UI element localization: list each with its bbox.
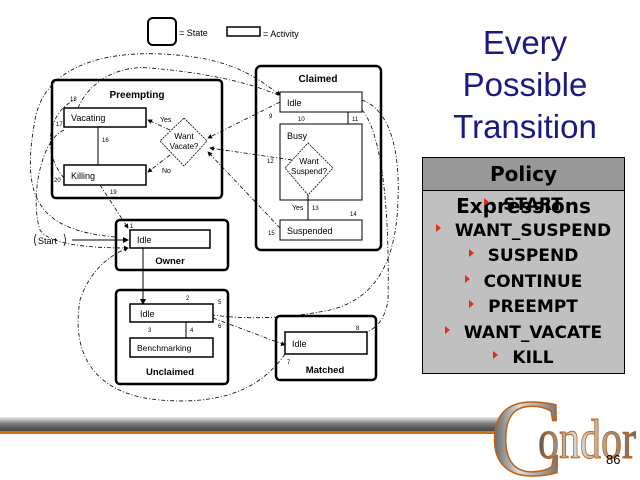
state-matched [274, 314, 378, 382]
transition-number: 14 [350, 212, 357, 218]
start-node: Start [38, 236, 58, 246]
transition-number: 20 [54, 178, 61, 184]
policy-item: CONTINUE [423, 270, 624, 296]
transition-number: 2 [186, 296, 190, 302]
bullet-icon [493, 351, 499, 359]
state-matched-label: Matched [306, 365, 345, 376]
vacate-no-label: No [162, 168, 171, 175]
state-owner [114, 218, 230, 272]
activity-owner-idle-label: Idle [137, 235, 152, 245]
transition-number: 17 [56, 122, 63, 128]
slide-title: Every Possible Transition [430, 22, 620, 148]
legend-activity-swatch [226, 26, 261, 37]
bullet-icon [484, 198, 490, 206]
activity-unclaimed-idle-label: Idle [140, 309, 155, 319]
state-preempting [50, 78, 224, 200]
policy-item-label: START [503, 195, 563, 215]
policy-item-label: KILL [512, 348, 554, 368]
transition-number: 18 [70, 97, 77, 103]
transition-number: 4 [190, 328, 194, 334]
suspend-yes-label: Yes [292, 205, 304, 212]
logo-bar [0, 417, 500, 431]
vacate-yes-label: Yes [160, 117, 172, 124]
bullet-icon [464, 274, 470, 283]
activity-unclaimed-idle [129, 303, 214, 323]
transition-number: 16 [102, 138, 109, 144]
transition-number: 3 [148, 328, 152, 334]
state-diagram: = State = Activity Claimed Idle Busy Wan… [29, 17, 399, 402]
transition-number: 7 [287, 360, 291, 366]
logo-letters: ondor [538, 409, 636, 471]
activity-busy-label: Busy [287, 131, 308, 141]
activity-benchmarking-label: Benchmarking [137, 343, 192, 353]
policy-item: SUSPEND [423, 244, 624, 270]
title-line: Transition [453, 108, 597, 145]
transition-number: 11 [352, 117, 359, 123]
logo-letter-c: C [490, 380, 563, 480]
legend-activity-label: = Activity [263, 29, 299, 39]
policy-expressions-box: Policy Expressions START WANT_SUSPEND SU… [422, 157, 625, 374]
state-claimed-label: Claimed [299, 74, 338, 85]
transition-number: 12 [267, 159, 274, 165]
activity-vacating [63, 107, 147, 128]
policy-item-label: CONTINUE [483, 271, 583, 292]
state-preempting-label: Preempting [109, 90, 164, 101]
policy-item-label: WANT_SUSPEND [454, 220, 612, 241]
policy-item: WANT_VACATE [423, 321, 624, 347]
activity-claimed-idle [279, 91, 363, 113]
transition-number: 8 [356, 326, 360, 332]
legend-state-swatch [147, 17, 177, 46]
policy-item-label: SUSPEND [487, 246, 579, 266]
transition-number: 6 [218, 324, 222, 330]
policy-item: START [423, 193, 624, 219]
bullet-icon [469, 300, 475, 308]
title-line: Every [482, 24, 568, 61]
logo-bar-shadow [0, 431, 500, 434]
transition-number: 13 [312, 206, 319, 212]
state-owner-label: Owner [155, 256, 185, 267]
decision-want-vacate-label: Vacate? [170, 142, 199, 151]
activity-killing-label: Killing [71, 171, 95, 181]
state-unclaimed-label: Unclaimed [146, 367, 194, 378]
condor-logo: C ondor [0, 380, 637, 480]
decision-want-suspend-label: Want [299, 156, 319, 166]
activity-suspended-label: Suspended [287, 226, 333, 236]
policy-item: KILL [423, 346, 624, 372]
policy-header: Policy Expressions [423, 158, 624, 218]
transition-number: 19 [110, 190, 117, 196]
policy-item: PREEMPT [423, 295, 624, 321]
activity-matched-idle [284, 331, 368, 355]
policy-item: WANT_SUSPEND [423, 219, 624, 245]
transition-number: 1 [130, 224, 134, 230]
policy-list: START WANT_SUSPEND SUSPEND CONTINUE PREE… [423, 193, 624, 372]
policy-item-label: WANT_VACATE [463, 322, 603, 343]
bullet-icon [468, 249, 474, 257]
state-unclaimed [114, 288, 230, 386]
transition-numbers: 1 2 3 4 5 6 7 8 9 10 11 12 13 14 15 16 1… [54, 97, 360, 366]
activity-owner-idle [129, 229, 211, 249]
legend-state-label: = State [179, 28, 208, 38]
bullet-icon [435, 223, 441, 232]
transition-number: 10 [298, 117, 305, 123]
page-number: 86 [606, 452, 621, 467]
start-node-brackets [34, 233, 66, 247]
transition-number: 9 [269, 114, 273, 120]
activity-benchmarking [129, 337, 214, 358]
title-line: Possible [462, 66, 588, 103]
activity-suspended [279, 219, 363, 241]
transition-number: 15 [268, 231, 275, 237]
activity-busy [279, 123, 363, 201]
policy-item-label: PREEMPT [488, 297, 578, 317]
activity-matched-idle-label: Idle [292, 339, 307, 349]
decision-want-vacate [159, 117, 208, 167]
decision-want-suspend-label: Suspend? [291, 167, 328, 176]
activity-vacating-label: Vacating [71, 113, 105, 123]
activity-killing [63, 164, 147, 186]
transition-number: 5 [218, 300, 222, 306]
activity-claimed-idle-label: Idle [287, 98, 302, 108]
state-claimed [254, 64, 383, 252]
bullet-icon [444, 325, 450, 334]
decision-want-vacate-label: Want [174, 131, 194, 141]
